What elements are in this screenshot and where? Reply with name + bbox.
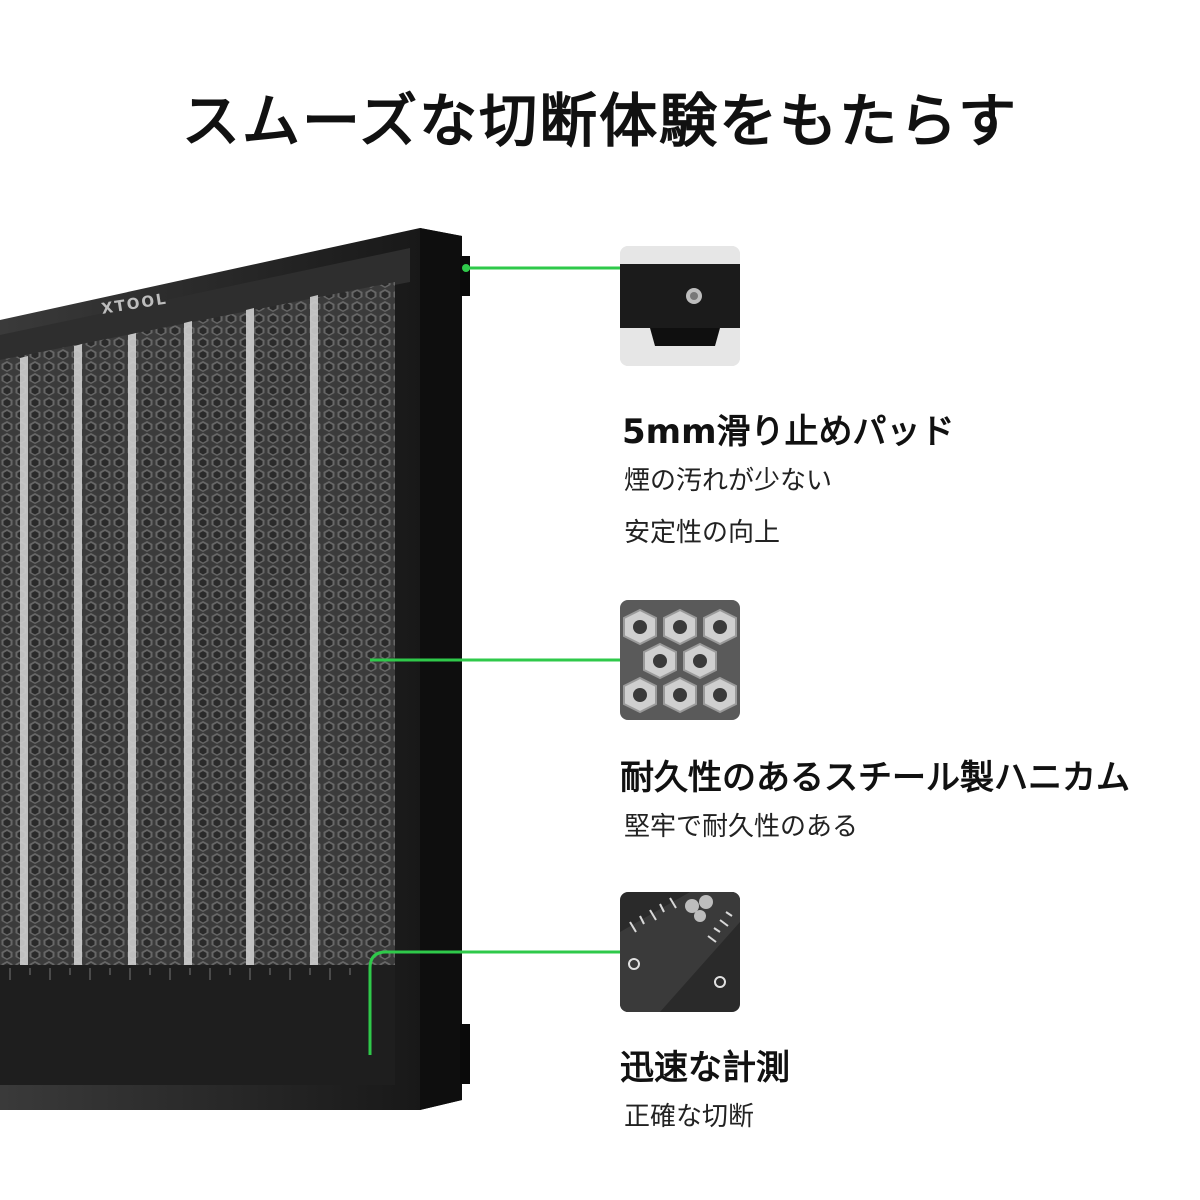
honeycomb-mesh [0,282,395,965]
support-strips [20,295,318,965]
anti-slip-pad-icon [620,246,740,366]
page-title: スムーズな切断体験をもたらす [182,87,1018,155]
feature-text-anti-slip-1: 煙の汚れが少ない [624,466,833,496]
panel-frame-edge [420,228,462,1110]
anti-slip-pad-thumbnail [620,246,740,366]
anti-slip-pad-bottom [460,1024,470,1084]
feature-title-steel-honeycomb: 耐久性のあるスチール製ハニカム [620,758,1130,798]
callout-dot [462,264,470,272]
anti-slip-pad-top [460,256,470,296]
panel-top-strip [0,248,410,360]
ruler-ticks [9,968,351,980]
steel-honeycomb-thumbnail [620,600,740,720]
ruler-scale-icon [620,892,740,1012]
steel-honeycomb-icon [620,600,740,720]
feature-text-anti-slip-2: 安定性の向上 [624,518,781,548]
feature-text-steel-honeycomb-1: 堅牢で耐久性のある [624,812,859,842]
feature-title-quick-measure: 迅速な計測 [620,1048,790,1088]
ruler-strip [0,965,395,1085]
feature-title-anti-slip: 5mm滑り止めパッド [622,412,955,452]
feature-text-quick-measure-1: 正確な切断 [624,1102,755,1132]
ruler-scale-thumbnail [620,892,740,1012]
callout-lines [368,266,620,1055]
